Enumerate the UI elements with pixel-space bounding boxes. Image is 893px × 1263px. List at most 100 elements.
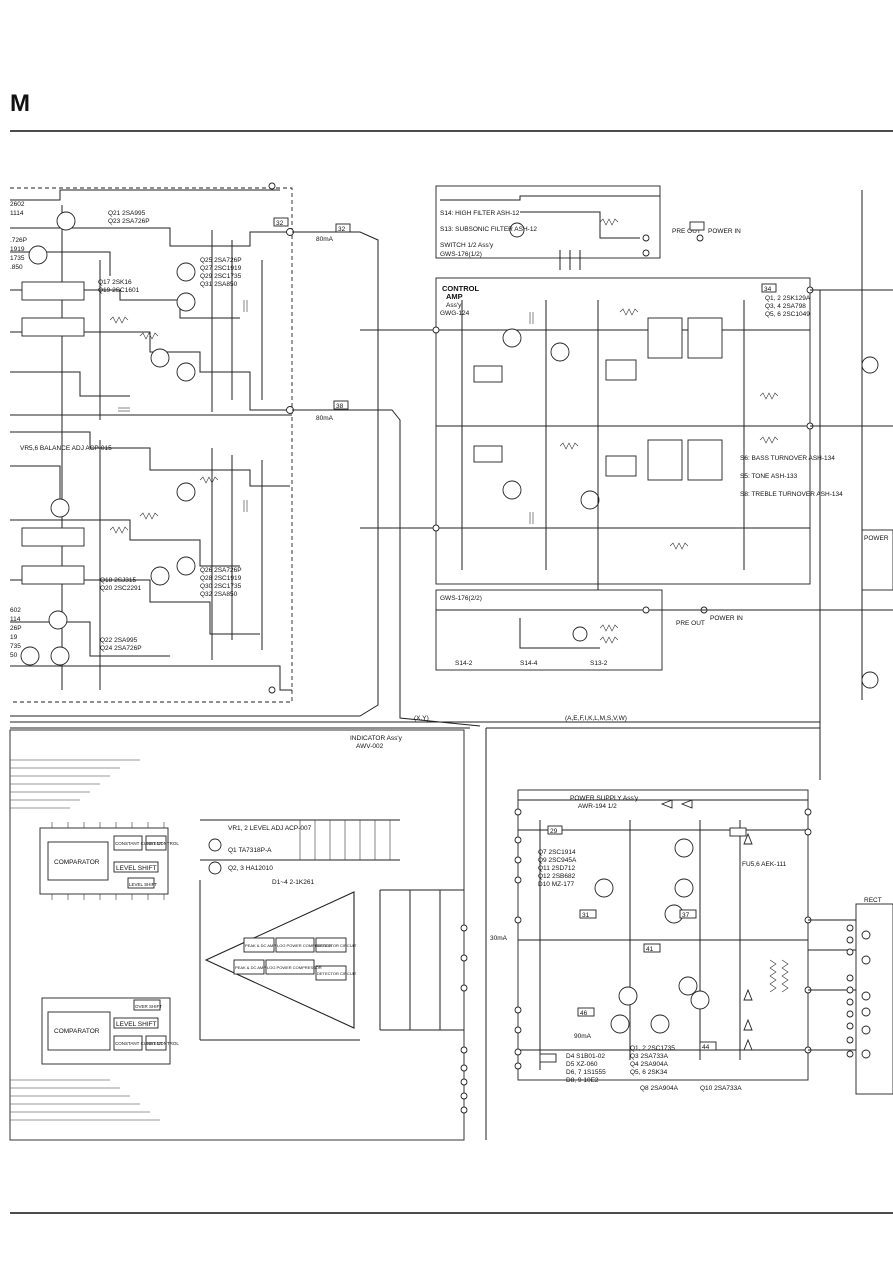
current-80ma-mid: 80mA	[316, 415, 334, 422]
left-edge-bottom: 602 114 26P 19 735 50	[10, 607, 22, 659]
svg-text:Q28 2SC1919: Q28 2SC1919	[200, 575, 242, 582]
svg-text:Q25 2SA726P: Q25 2SA726P	[200, 257, 242, 264]
svg-text:Q30 2SC1735: Q30 2SC1735	[200, 583, 242, 590]
control-amp-title: CONTROL	[442, 284, 479, 293]
svg-text:Q26 2SA726P: Q26 2SA726P	[200, 567, 242, 574]
svg-text:Q8 2SA904A: Q8 2SA904A	[640, 1085, 679, 1092]
rect-connector-block: RECT	[808, 897, 893, 1095]
left-edge-top: 2602 1114 .726P 1919 1735 .850	[10, 201, 27, 271]
indicator-title: INDICATOR Ass'y	[350, 735, 403, 742]
power-supply-part: AWR-194 1/2	[578, 803, 617, 810]
tag-29: 29	[550, 828, 558, 835]
over-shift-bottom: OVER SHIFT	[135, 1004, 162, 1009]
constant-current-top: CONSTANT CURRENT	[115, 841, 163, 846]
svg-text:Q27 2SC1919: Q27 2SC1919	[200, 265, 242, 272]
q2-3-label: Q2, 3 HA12010	[228, 865, 273, 872]
svg-text:Q20 2SC2291: Q20 2SC2291	[100, 585, 142, 592]
svg-text:Q1, 2 2SK129A: Q1, 2 2SK129A	[765, 295, 811, 302]
q1-ic-label: Q1 TA7318P-A	[228, 847, 272, 854]
power-parts-2: Q1, 2 2SC1735 Q3 2SA733A Q4 2SA904A Q5, …	[630, 1045, 675, 1076]
comparator-top-label: COMPARATOR	[54, 859, 100, 866]
power-label-right: POWER	[864, 535, 889, 542]
svg-text:.726P: .726P	[10, 237, 27, 244]
level-shift-small-top: LEVEL SHIFT	[129, 882, 157, 887]
balance-adj-label: VR5,6 BALANCE ADJ ACP-015	[20, 445, 112, 452]
svg-text:50: 50	[10, 652, 18, 659]
s14-4-label: S14-4	[520, 660, 538, 667]
tag-38: 38	[336, 403, 344, 410]
high-filter-label: S14: HIGH FILTER ASH-12	[440, 210, 520, 217]
tone-label: S5: TONE ASH-133	[740, 473, 798, 480]
svg-text:Q32 2SA850: Q32 2SA850	[200, 591, 238, 598]
power-in-bottom: POWER IN	[710, 615, 743, 622]
svg-text:Q31 2SA850: Q31 2SA850	[200, 281, 238, 288]
s14-2-label: S14-2	[455, 660, 473, 667]
svg-text:Q10 2SA733A: Q10 2SA733A	[700, 1085, 742, 1092]
pre-out-top: PRE OUT	[672, 228, 701, 235]
constant-current-bottom: CONSTANT CURRENT	[115, 1041, 163, 1046]
svg-text:1735: 1735	[10, 255, 25, 262]
comparator-bottom-label: COMPARATOR	[54, 1028, 100, 1035]
detector-top: DETECTOR CIRCUIT	[317, 943, 357, 948]
switch-bottom-block: GWS-176(2/2) S14-2 S14-4 S13-2 PRE OUT P…	[435, 589, 810, 671]
power-supply-block: 29 31 37 41 46 44 30mA 90mA POWER SUPPLY…	[485, 727, 821, 1140]
tag-32-mid: 32	[338, 226, 346, 233]
svg-text:Q29 2SC1735: Q29 2SC1735	[200, 273, 242, 280]
indicator-block: COMPARATOR COMPARATOR CONSTANT CURRENT S…	[9, 729, 468, 1141]
svg-text:Q17 2SK16: Q17 2SK16	[98, 279, 132, 286]
svg-text:Q11 2SD712: Q11 2SD712	[538, 865, 575, 872]
power-supply-title: POWER SUPPLY Ass'y	[570, 795, 639, 802]
svg-text:D6, 7 1S1555: D6, 7 1S1555	[566, 1069, 606, 1076]
svg-text:19: 19	[10, 634, 18, 641]
tag-32-left: 32	[276, 220, 284, 227]
svg-text:Q3 2SA733A: Q3 2SA733A	[630, 1053, 669, 1060]
detector-bottom: DETECTOR CIRCUIT	[317, 971, 357, 976]
peak-dc-top: PEAK & DC AMP	[245, 943, 276, 948]
switch-top-block: S14: HIGH FILTER ASH-12 S13: SUBSONIC FI…	[435, 185, 741, 270]
control-amp-part: GWG-124	[440, 310, 470, 317]
section-letter: M	[10, 90, 30, 117]
control-amp-parts: Q1, 2 2SK129A Q3, 4 2SA798 Q5, 6 2SC1049	[765, 295, 811, 318]
d-range-label: D1~4 2-1K261	[272, 879, 314, 886]
indicator-part: AWV-002	[356, 743, 384, 750]
svg-text:Q5, 6 2SC1049: Q5, 6 2SC1049	[765, 311, 810, 318]
tag-34: 34	[764, 286, 772, 293]
left-amp-section: 32 32 38 80mA 80mA VR5,6 BALANCE ADJ ACP…	[10, 182, 351, 703]
tag-31: 31	[582, 912, 590, 919]
tag-46: 46	[580, 1010, 588, 1017]
right-edge-section: POWER	[810, 190, 893, 760]
level-shift-bottom: LEVEL SHIFT	[116, 1021, 157, 1028]
current-90ma: 90mA	[574, 1033, 592, 1040]
svg-text:Q22 2SA995: Q22 2SA995	[100, 637, 138, 644]
svg-text:Q18 2SJ315: Q18 2SJ315	[100, 577, 137, 584]
current-80ma-top: 80mA	[316, 236, 334, 243]
svg-text:Q9 2SC945A: Q9 2SC945A	[538, 857, 577, 864]
left-low-parts: Q26 2SA726P Q28 2SC1919 Q30 2SC1735 Q32 …	[200, 567, 242, 598]
log-amp-bottom: LOG POWER COMPRESSOR	[267, 965, 322, 970]
svg-text:Q12 2SB682: Q12 2SB682	[538, 873, 576, 880]
peak-dc-bottom: PEAK & DC AMP	[235, 965, 266, 970]
log-amp-top: LOG POWER COMPRESSOR	[277, 943, 332, 948]
svg-text:Q24 2SA726P: Q24 2SA726P	[100, 645, 142, 652]
bus-label-main: (A,E,F,I,K,L,M,S,V,W)	[565, 715, 627, 722]
svg-text:Q5, 6 2SK34: Q5, 6 2SK34	[630, 1069, 668, 1076]
left-mid-parts: Q25 2SA726P Q27 2SC1919 Q29 2SC1735 Q31 …	[200, 257, 242, 288]
switch-top-part: GWS-176(1/2)	[440, 251, 482, 258]
current-30ma: 30mA	[490, 935, 508, 942]
left-bottom-parts: Q22 2SA995 Q24 2SA726P	[100, 637, 142, 652]
pre-out-bottom: PRE OUT	[676, 620, 705, 627]
tag-41: 41	[646, 946, 654, 953]
s13-2-label: S13-2	[590, 660, 608, 667]
set-control-top: SET CONTROL	[147, 841, 179, 846]
svg-text:Q19 2SC1601: Q19 2SC1601	[98, 287, 140, 294]
svg-text:Q3, 4 2SA798: Q3, 4 2SA798	[765, 303, 806, 310]
svg-text:.850: .850	[10, 264, 23, 271]
switch-top-title: SWITCH 1/2 Ass'y	[440, 242, 494, 249]
fuse-label: FU5,6 AEK-111	[742, 861, 787, 868]
svg-text:1114: 1114	[10, 210, 24, 217]
power-in-top: POWER IN	[708, 228, 741, 235]
svg-text:Q23 2SA726P: Q23 2SA726P	[108, 218, 150, 225]
svg-text:D10 MZ-177: D10 MZ-177	[538, 881, 575, 888]
treble-label: S8: TREBLE TURNOVER ASH-134	[740, 491, 843, 498]
